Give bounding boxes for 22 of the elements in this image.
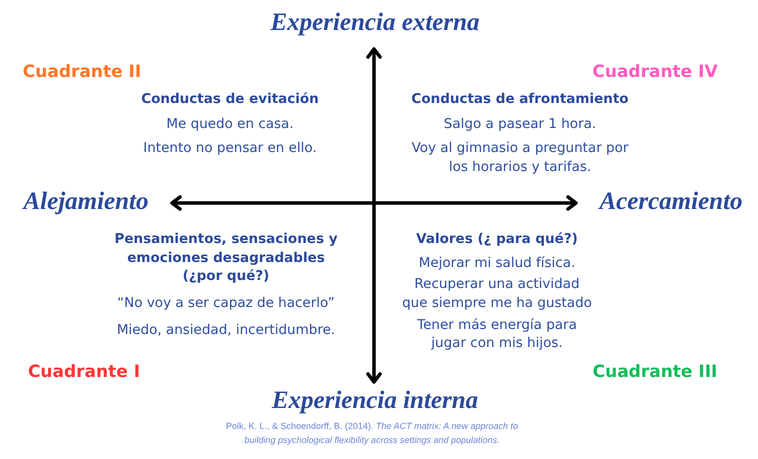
quadrant-heading: Pensamientos, sensaciones y emociones desagradables (¿por qué?) [114,231,338,284]
example-text: Voy al gimnasio a preguntar por los horarios y tarifas. [412,140,628,175]
example-text: “No voy a ser capaz de hacerlo” [117,294,335,311]
quadrant-label: Cuadrante I [28,362,140,382]
example-text: Recuperar una actividad que siempre me ha gustado [402,276,592,311]
quadrant-heading: Conductas de evitación [141,91,319,107]
example-text: Mejorar mi salud física. [418,254,576,271]
axis-label: Experiencia interna [272,387,478,414]
quadrant-label: Cuadrante II [22,62,142,82]
example-text: Intento no pensar en ello. [143,140,317,156]
quadrant-heading: Valores (¿ para qué?) [416,231,578,247]
axis-label: Experiencia externa [270,9,480,36]
axis-label: Acercamiento [599,188,743,215]
axis-label: Alejamiento [24,188,148,215]
example-text: Tener más energía para jugar con mis hijos. [417,316,577,352]
quadrant-label: Cuadrante IV [592,62,718,82]
example-text: Miedo, ansiedad, incertidumbre. [116,322,336,338]
citation: Polk, K. L., & Schoendorff, B. (2014). The ACT matrix: A new approach to building psychological flexibility across settings and populations. [226,421,518,444]
example-text: Salgo a pasear 1 hora. [444,116,596,132]
example-text: Me quedo en casa. [166,116,294,132]
quadrant-label: Cuadrante III [592,362,718,382]
quadrant-heading: Conductas de afrontamiento [411,91,629,107]
